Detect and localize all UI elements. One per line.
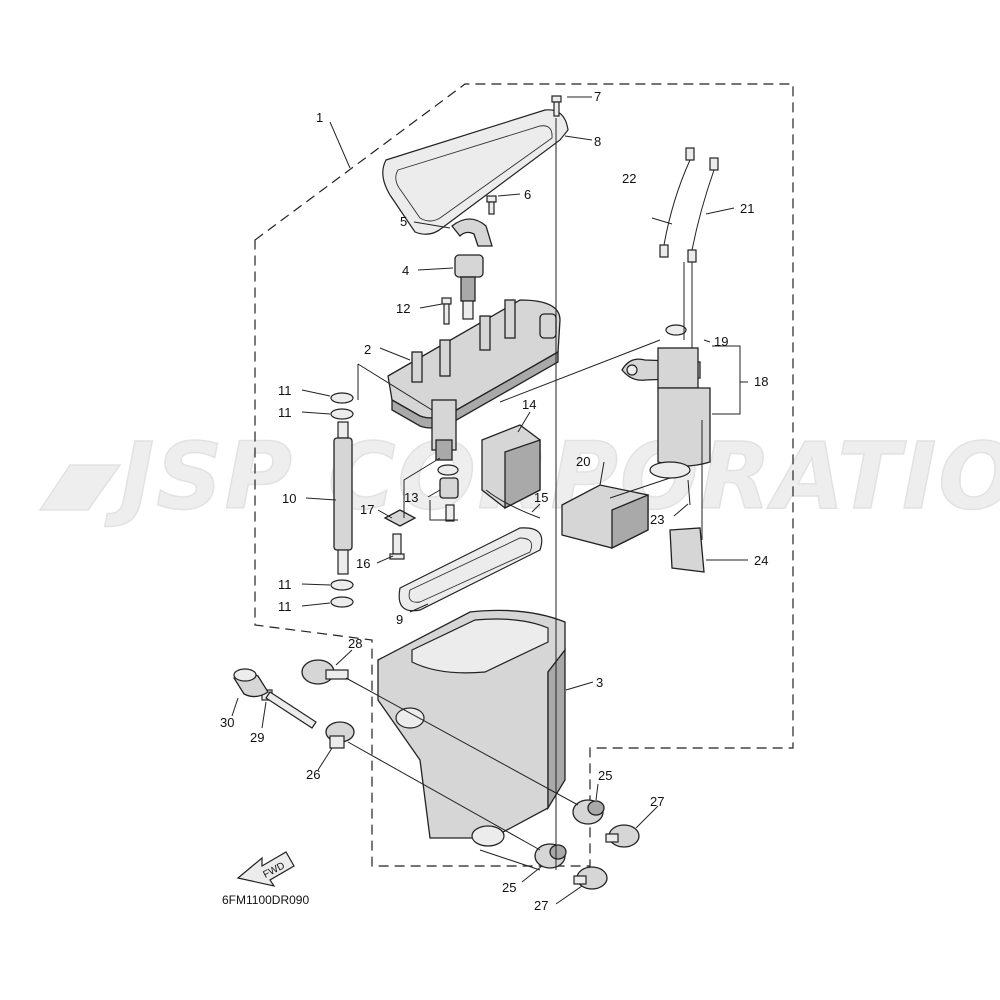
- callout-3: 3: [596, 675, 603, 690]
- washer-27-upper: [605, 824, 640, 848]
- callout-11-a: 11: [278, 383, 292, 398]
- callout-labels: 1 2 3 4 5 6 7 8 9 10 11 11 11 11 12 13 1…: [220, 89, 768, 913]
- grommet-25-upper: [572, 799, 605, 825]
- callout-29: 29: [250, 730, 264, 745]
- fuel-pump-18: [621, 347, 711, 479]
- sleeve-30: [233, 668, 269, 698]
- callout-11-d: 11: [278, 599, 292, 614]
- callout-leaders: [231, 96, 748, 905]
- pressure-regulator-4: [454, 254, 484, 320]
- screw-6: [486, 195, 497, 215]
- callout-23: 23: [650, 512, 664, 527]
- callout-19: 19: [714, 334, 728, 349]
- grommet-25-lower: [534, 843, 567, 869]
- callout-27-upper: 27: [650, 794, 664, 809]
- wire-harness-21-22: [659, 147, 719, 263]
- callout-27-lower: 27: [534, 898, 548, 913]
- clip-17: [383, 509, 417, 527]
- washer-27-lower: [573, 866, 608, 890]
- wire-15: [485, 489, 541, 519]
- screw-7: [551, 95, 562, 117]
- watermark: JSP CORPORATION: [38, 422, 1000, 531]
- connector-20: [561, 484, 649, 550]
- callout-1: 1: [316, 110, 323, 125]
- callout-21: 21: [740, 201, 754, 216]
- bracket-5: [451, 218, 493, 247]
- callout-22: 22: [622, 171, 636, 186]
- ring-19: [665, 324, 687, 336]
- callout-28: 28: [348, 636, 362, 651]
- o-rings-11: [330, 392, 354, 608]
- callout-4: 4: [402, 263, 409, 278]
- bolt-29: [261, 689, 317, 729]
- callout-2: 2: [364, 342, 371, 357]
- valve-13: [437, 464, 459, 522]
- part-24: [669, 527, 705, 573]
- screw-16: [389, 533, 405, 560]
- callout-10: 10: [282, 491, 296, 506]
- callout-13: 13: [404, 490, 418, 505]
- callout-6: 6: [524, 187, 531, 202]
- callout-18: 18: [754, 374, 768, 389]
- callout-17: 17: [360, 502, 374, 517]
- screw-12: [441, 297, 452, 325]
- callout-11-c: 11: [278, 577, 292, 592]
- callout-25-lower: 25: [502, 880, 516, 895]
- assembly-boundary: [254, 83, 794, 867]
- pin-23: [687, 479, 691, 506]
- gasket-9: [398, 527, 543, 612]
- callout-16: 16: [356, 556, 370, 571]
- module-14: [481, 424, 541, 510]
- callout-30: 30: [220, 715, 234, 730]
- callout-11-b: 11: [278, 405, 292, 420]
- rod-10: [333, 421, 353, 575]
- callout-14: 14: [522, 397, 536, 412]
- mount-28: [301, 659, 349, 685]
- callout-8: 8: [594, 134, 601, 149]
- mount-26: [325, 721, 355, 749]
- callout-20: 20: [576, 454, 590, 469]
- callout-7: 7: [594, 89, 601, 104]
- cover-plate-2: [387, 299, 561, 461]
- callout-24: 24: [754, 553, 768, 568]
- callout-5: 5: [400, 214, 407, 229]
- callout-25-upper: 25: [598, 768, 612, 783]
- watermark-text: JSP CORPORATION: [104, 423, 1000, 530]
- fwd-arrow: FWD: [236, 851, 295, 887]
- housing-3: [377, 609, 566, 847]
- callout-12: 12: [396, 301, 410, 316]
- assembly-lines: [345, 118, 703, 871]
- drawing-code: 6FM1100DR090: [222, 893, 309, 907]
- top-gasket: [382, 109, 569, 235]
- callout-26: 26: [306, 767, 320, 782]
- callout-9: 9: [396, 612, 403, 627]
- callout-15: 15: [534, 490, 548, 505]
